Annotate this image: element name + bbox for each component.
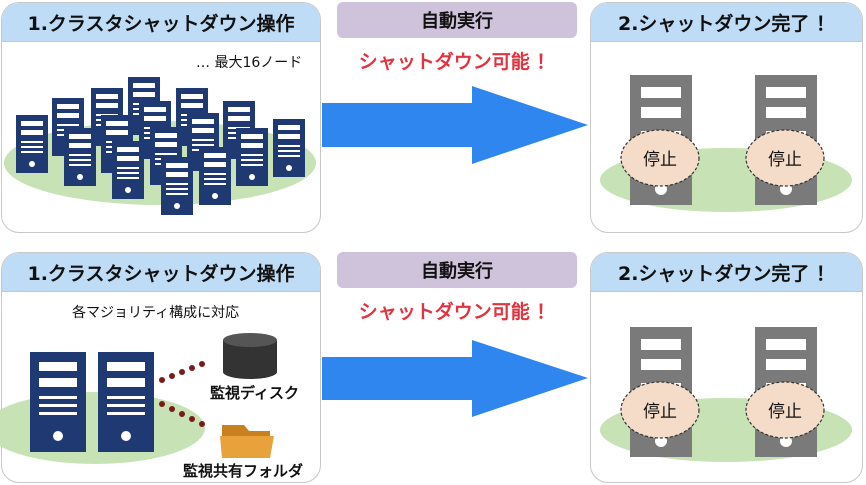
row1-auto-exec-label: 自動実行	[337, 2, 577, 38]
row2-stopped-label-1: 停止	[643, 402, 677, 422]
row2-stopped-badge-2	[745, 381, 825, 439]
row1-stopped-label-2: 停止	[768, 150, 802, 170]
row1-shutdown-possible-note: シャットダウン可能 ！	[358, 51, 556, 73]
witness-disk-icon	[223, 333, 277, 379]
row1-arrow	[322, 86, 588, 164]
folder-link-dots	[159, 401, 205, 427]
row1-stopped-badge-1	[620, 129, 700, 187]
row1-stopped-label-1: 停止	[643, 150, 677, 170]
row1-left-title: 1.クラスタシャットダウン操作	[2, 3, 320, 42]
row2-right-title: 2.シャットダウン完了 ！	[591, 253, 862, 292]
witness-share-folder-label: 監視共有フォルダ	[183, 462, 304, 480]
disk-link-dots	[159, 361, 205, 383]
row2-stopped-label-2: 停止	[768, 402, 802, 422]
row1-stopped-badge-2	[745, 129, 825, 187]
row2-stopped-badge-1	[620, 381, 700, 439]
witness-folder-icon	[220, 425, 274, 458]
row2-left-title: 1.クラスタシャットダウン操作	[2, 253, 320, 292]
row1-node-limit-note: … 最大16ノード	[196, 55, 303, 71]
row2-auto-exec-label: 自動実行	[337, 252, 577, 288]
row2-arrow	[322, 340, 588, 417]
row2-shutdown-possible-note: シャットダウン可能 ！	[358, 301, 556, 323]
row2-majority-note: 各マジョリティ構成に対応	[72, 305, 240, 321]
witness-disk-label: 監視ディスク	[210, 384, 299, 402]
row1-right-title: 2.シャットダウン完了 ！	[591, 3, 862, 42]
